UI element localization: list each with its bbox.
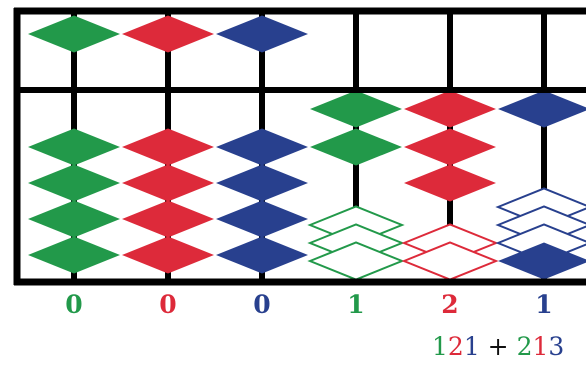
lower-bead-3-4 [216, 236, 308, 274]
lower-bead-6-4 [498, 242, 586, 280]
rod-digit-5: 2 [441, 290, 459, 319]
lower-bead-4-1 [310, 128, 402, 166]
lower-bead-2-4 [122, 236, 214, 274]
lower-bead-2-3 [122, 200, 214, 238]
upper-bead-1 [28, 15, 120, 53]
expr-a-ones: 1 [463, 332, 480, 361]
lower-bead-2-1 [122, 128, 214, 166]
lower-bead-5-1 [404, 128, 496, 166]
lower-bead-3-2 [216, 164, 308, 202]
lower-bead-3-1 [216, 128, 308, 166]
rod-digit-4: 1 [347, 290, 365, 319]
upper-bead-2 [122, 15, 214, 53]
expr-b-hundreds: 2 [516, 332, 533, 361]
upper-bead-5 [404, 90, 496, 128]
abacus-diagram [13, 7, 586, 286]
lower-bead-3-3 [216, 200, 308, 238]
addition-expression: 121 + 213 [432, 332, 564, 362]
lower-bead-1-2 [28, 164, 120, 202]
expr-a-hundreds: 1 [432, 332, 448, 361]
upper-bead-6 [498, 90, 586, 128]
lower-bead-5-4 [401, 241, 499, 281]
lower-bead-1-3 [28, 200, 120, 238]
expr-b-tens: 1 [532, 332, 549, 361]
expr-a-tens: 2 [447, 332, 464, 361]
lower-bead-1-1 [28, 128, 120, 166]
expr-plus: + [479, 332, 517, 361]
lower-bead-1-4 [28, 236, 120, 274]
upper-bead-3 [216, 15, 308, 53]
rod-digit-2: 0 [159, 290, 177, 319]
expr-b-ones: 3 [548, 332, 565, 361]
rod-digit-6: 1 [535, 290, 553, 319]
lower-bead-2-2 [122, 164, 214, 202]
rod-digit-3: 0 [253, 290, 271, 319]
rod-digit-1: 0 [65, 290, 83, 319]
upper-bead-4 [310, 90, 402, 128]
lower-bead-5-2 [404, 164, 496, 202]
